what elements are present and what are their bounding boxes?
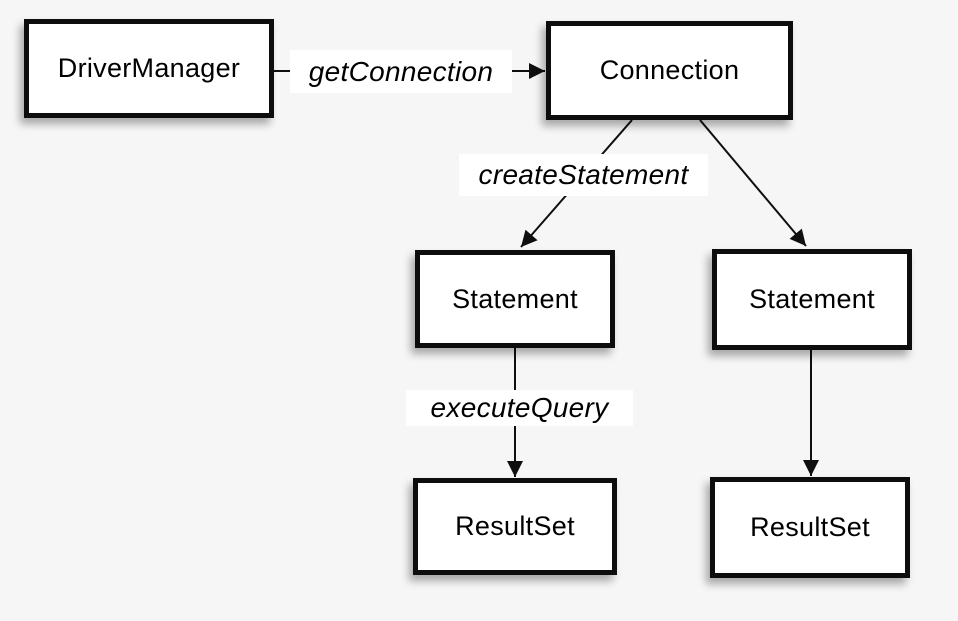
node-statement-left: Statement [415,250,615,348]
edge-label-executequery: executeQuery [406,390,633,426]
node-connection: Connection [546,21,793,120]
node-drivermanager: DriverManager [24,19,274,118]
edge-connection-to-statement-right [699,119,807,247]
node-resultset-right: ResultSet [710,477,910,578]
edge-label-getconnection: getConnection [290,50,512,93]
node-statement-right: Statement [712,249,912,350]
edge-label-createstatement: createStatement [459,154,708,196]
node-resultset-left: ResultSet [413,478,617,575]
